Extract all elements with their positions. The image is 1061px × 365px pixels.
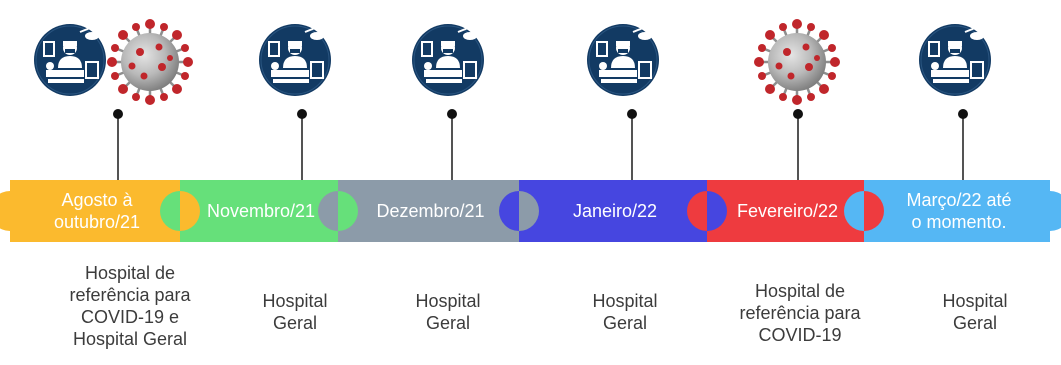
timeline-segment-tab (707, 191, 727, 231)
timeline-segment-6 (844, 180, 1061, 242)
hospital-type-description: Hospital Geral (942, 291, 1008, 333)
timeline-segment-4 (499, 180, 727, 242)
timeline-segment-tab (864, 191, 884, 231)
pin-dot (793, 109, 803, 119)
timeline-segment-2 (160, 180, 358, 242)
timeline-segment-tab (338, 191, 358, 231)
pin-dot (958, 109, 968, 119)
timeline-segment-tab (180, 191, 200, 231)
surgeon-icon (258, 23, 332, 97)
hospital-type-description: Hospital de referência para COVID-19 (739, 281, 861, 345)
hospital-type-description: Hospital Geral (592, 291, 658, 333)
hospital-type-description: Hospital Geral (262, 291, 328, 333)
timeline-period-label: Novembro/21 (206, 201, 316, 221)
pin-dot (113, 109, 123, 119)
timeline-period-label: Agosto à outubro/21 (53, 190, 141, 232)
coronavirus-icon (105, 17, 195, 107)
hospital-type-description: Hospital de referência para COVID-19 e H… (69, 263, 191, 349)
surgeon-icon (411, 23, 485, 97)
timeline-period-label: Janeiro/22 (572, 201, 658, 221)
coronavirus-icon (752, 17, 842, 107)
pin-dot (297, 109, 307, 119)
surgeon-icon (918, 23, 992, 97)
timeline-segment-5 (687, 180, 884, 242)
timeline-segment-3 (318, 180, 539, 242)
timeline-segment-tab (519, 191, 539, 231)
timeline-period-label: Março/22 até o momento. (906, 190, 1012, 232)
pin-dot (627, 109, 637, 119)
timeline-period-label: Fevereiro/22 (736, 201, 839, 221)
timeline-period-label: Dezembro/21 (376, 201, 485, 221)
timeline-segment-1 (0, 180, 200, 242)
hospital-type-description: Hospital Geral (415, 291, 481, 333)
pin-dot (447, 109, 457, 119)
surgeon-icon (586, 23, 660, 97)
surgeon-icon (33, 23, 107, 97)
